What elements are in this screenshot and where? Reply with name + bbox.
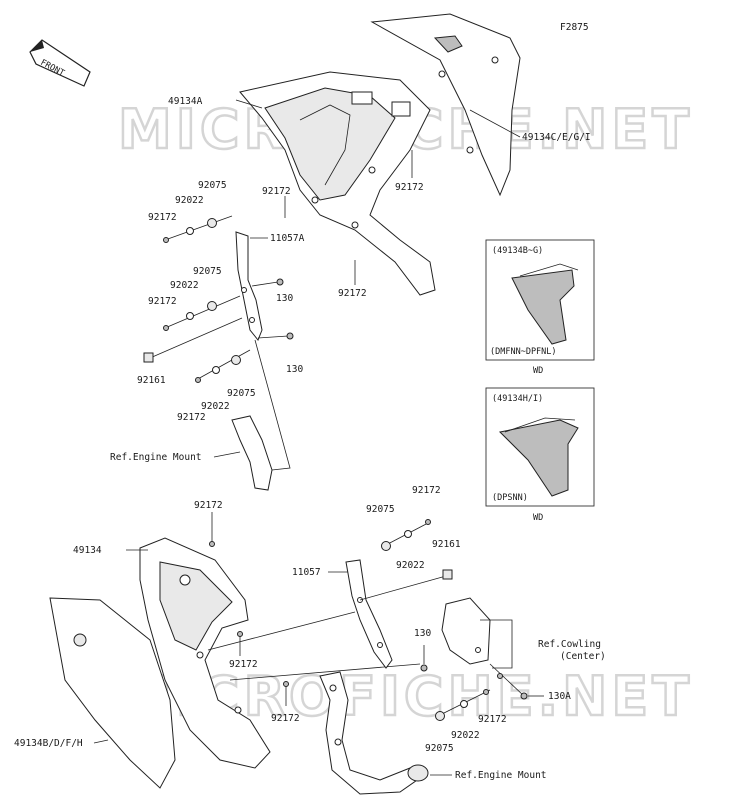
engine-mount-ref-top: [231, 415, 273, 491]
bolt-icon: [237, 631, 243, 637]
label-49134A: 49134A: [168, 96, 203, 107]
inset-2-caption: WD: [533, 513, 543, 523]
inset-box-2: (49134H/I) (DPSNN) WD: [485, 387, 595, 523]
label-130A: 130A: [548, 691, 571, 702]
label-ref-engine-bottom: Ref.Engine Mount: [455, 770, 547, 781]
bolt-icon: [283, 681, 289, 687]
inner-cowl-lower-part: [139, 537, 271, 769]
label-92161-b: 92161: [432, 539, 461, 550]
nut-icon: [276, 278, 284, 286]
side-panel-lower-part: [49, 597, 176, 789]
label-92172-i: 92172: [229, 659, 258, 670]
label-49134CEGI: 49134C/E/G/I: [522, 132, 591, 143]
label-92075-b: 92075: [193, 266, 222, 277]
label-92172-c: 92172: [338, 288, 367, 299]
bracket-11057A-part: [235, 231, 263, 341]
bolt-icon: [209, 541, 215, 547]
engine-mount-ref-bottom: [319, 671, 429, 795]
inner-cowl-upper-part: [239, 71, 436, 296]
label-130-a: 130: [276, 293, 293, 304]
nut-icon: [286, 332, 294, 340]
washer-icon: [186, 312, 194, 320]
label-92075-d: 92075: [366, 504, 395, 515]
label-92022-b: 92022: [170, 280, 199, 291]
bolt-icon: [163, 325, 169, 331]
washer-icon: [460, 700, 468, 708]
bolt-head-icon: [143, 352, 154, 363]
label-92022-e: 92022: [451, 730, 480, 741]
label-92022-d: 92022: [396, 560, 425, 571]
label-92172-j: 92172: [271, 713, 300, 724]
front-arrow-icon: FRONT: [29, 39, 91, 87]
bolt-icon: [195, 377, 201, 383]
label-130-c: 130: [414, 628, 431, 639]
label-92022-c: 92022: [201, 401, 230, 412]
washer-icon: [186, 227, 194, 235]
label-11057: 11057: [292, 567, 321, 578]
cowling-center-ref: [441, 597, 491, 665]
label-92172-h: 92172: [194, 500, 223, 511]
label-130-b: 130: [286, 364, 303, 375]
label-ref-cowling-1: Ref.Cowling: [538, 639, 601, 650]
label-92172-e: 92172: [148, 296, 177, 307]
inset-2-bottom-label: (DPSNN): [492, 493, 528, 503]
bolt-icon: [425, 519, 431, 525]
label-11057A: 11057A: [270, 233, 305, 244]
label-49134: 49134: [73, 545, 102, 556]
label-92172-l: 92172: [478, 714, 507, 725]
label-92075-e: 92075: [425, 743, 454, 754]
nut-icon: [520, 692, 528, 700]
grommet-icon: [381, 541, 391, 551]
label-92075-a: 92075: [198, 180, 227, 191]
side-panel-upper-part: [370, 13, 521, 197]
label-92022-a: 92022: [175, 195, 204, 206]
inset-box-1: (49134B~G) (DMFNN~DPFNL) WD: [485, 239, 595, 376]
label-92172-b: 92172: [262, 186, 291, 197]
grommet-icon: [435, 711, 445, 721]
label-ref-cowling-2: (Center): [560, 651, 606, 662]
bolt-head-icon: [442, 569, 453, 580]
nut-icon: [420, 664, 428, 672]
label-92172-a: 92172: [395, 182, 424, 193]
bolt-icon: [163, 237, 169, 243]
grommet-icon: [207, 301, 217, 311]
bolt-icon: [497, 673, 503, 679]
inset-1-top-label: (49134B~G): [492, 246, 543, 256]
label-92172-g: 92172: [177, 412, 206, 423]
label-92172-d: 92172: [148, 212, 177, 223]
washer-icon: [212, 366, 220, 374]
washer-icon: [404, 530, 412, 538]
label-92161-a: 92161: [137, 375, 166, 386]
inset-1-bottom-label: (DMFNN~DPFNL): [490, 347, 557, 357]
label-ref-engine-top: Ref.Engine Mount: [110, 452, 202, 463]
inset-2-top-label: (49134H/I): [492, 394, 543, 404]
grommet-icon: [207, 218, 217, 228]
label-92172-k: 92172: [412, 485, 441, 496]
label-92075-c: 92075: [227, 388, 256, 399]
bracket-11057-part: [345, 559, 393, 669]
bolt-icon: [483, 689, 489, 695]
label-49134BDFH: 49134B/D/F/H: [14, 738, 83, 749]
inset-1-caption: WD: [533, 366, 543, 376]
grommet-icon: [231, 355, 241, 365]
figure-code: F2875: [560, 22, 589, 33]
